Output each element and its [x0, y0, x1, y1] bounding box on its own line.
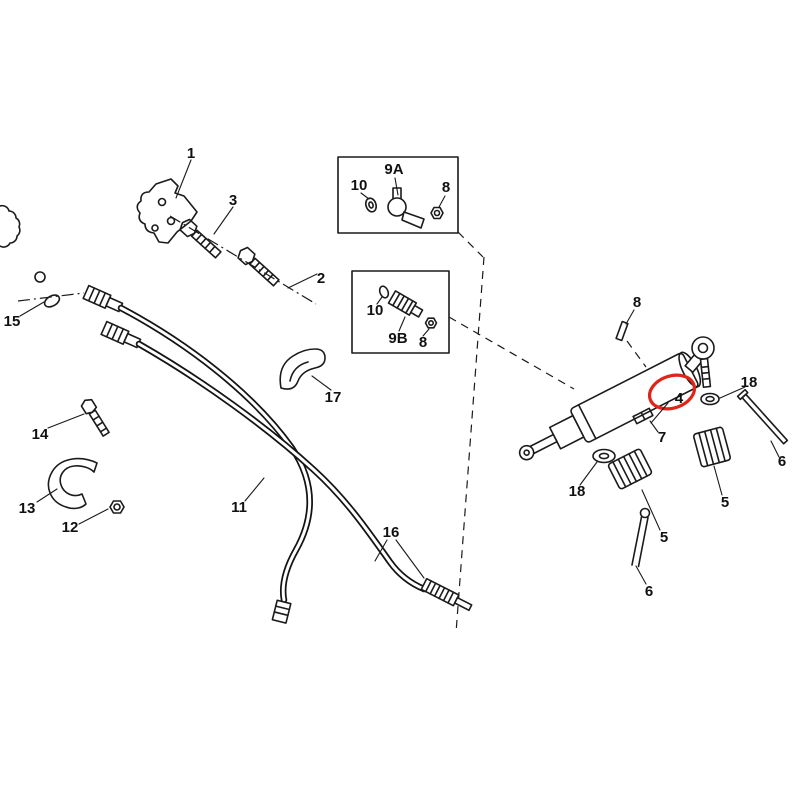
dashed-guide-lines	[17, 215, 647, 634]
part-label-3: 3	[229, 192, 237, 209]
part-label-1: 1	[187, 145, 195, 162]
bolt-part3	[179, 218, 222, 259]
part-label-5-right: 5	[721, 494, 729, 511]
part-label-18-left: 18	[569, 483, 586, 500]
part-label-15: 15	[4, 313, 21, 330]
part-label-10-box2: 10	[367, 302, 384, 319]
part-label-5-lower: 5	[660, 529, 668, 546]
cable-fitting-lower	[100, 320, 142, 349]
part-label-9B: 9B	[388, 330, 407, 347]
steering-cable-a	[117, 304, 313, 624]
part-label-12: 12	[62, 519, 79, 536]
leader-lines	[19, 159, 780, 585]
part-label-2: 2	[317, 270, 325, 287]
clamp-part13	[47, 457, 98, 510]
part-label-10-box1: 10	[351, 177, 368, 194]
part-label-9A: 9A	[384, 161, 403, 178]
highlight-ellipse	[647, 373, 697, 411]
part-label-8-box1: 8	[442, 179, 450, 196]
part-label-8-right: 8	[633, 294, 641, 311]
gear-fragment	[0, 204, 21, 248]
washers-part15	[34, 271, 61, 308]
part-label-13: 13	[19, 500, 36, 517]
part-label-14: 14	[32, 426, 49, 443]
part-label-6-right: 6	[778, 453, 786, 470]
part-label-4: 4	[675, 390, 684, 407]
rod-part6-right	[736, 388, 789, 445]
knurled-nut-part5-right	[692, 426, 732, 468]
inset-box-9b	[351, 270, 450, 354]
cable-clamp-part17	[279, 348, 326, 390]
washer-part18-lower	[592, 448, 616, 464]
mounting-bracket-part1	[136, 178, 198, 244]
pin-part7	[632, 407, 654, 425]
inset-box-9a	[337, 156, 459, 234]
pin-part8-upper	[615, 320, 629, 342]
washer-part18-right	[700, 392, 720, 406]
threaded-cable-end-part16	[420, 577, 473, 612]
part-label-17: 17	[325, 389, 342, 406]
part-label-18-right: 18	[741, 374, 758, 391]
steering-cable-b	[135, 340, 428, 593]
part-label-16: 16	[383, 524, 400, 541]
part-label-7: 7	[658, 429, 666, 446]
cotter-pin-part6-lower	[631, 507, 651, 568]
bolt-part2	[237, 246, 280, 287]
part-label-8-box2: 8	[419, 334, 427, 351]
part-label-6-lower: 6	[645, 583, 653, 600]
bolt-part14	[80, 398, 110, 437]
part-label-11: 11	[231, 499, 247, 516]
nut-part12	[109, 500, 125, 514]
cable-fitting-upper	[82, 284, 124, 313]
tie-rod-end	[684, 336, 715, 389]
knurled-coupler-part5-lower	[607, 448, 653, 490]
part-labels: 1 3 2 15 14 13 12 11 17 16 9A 10 8 10 9B…	[4, 145, 787, 600]
